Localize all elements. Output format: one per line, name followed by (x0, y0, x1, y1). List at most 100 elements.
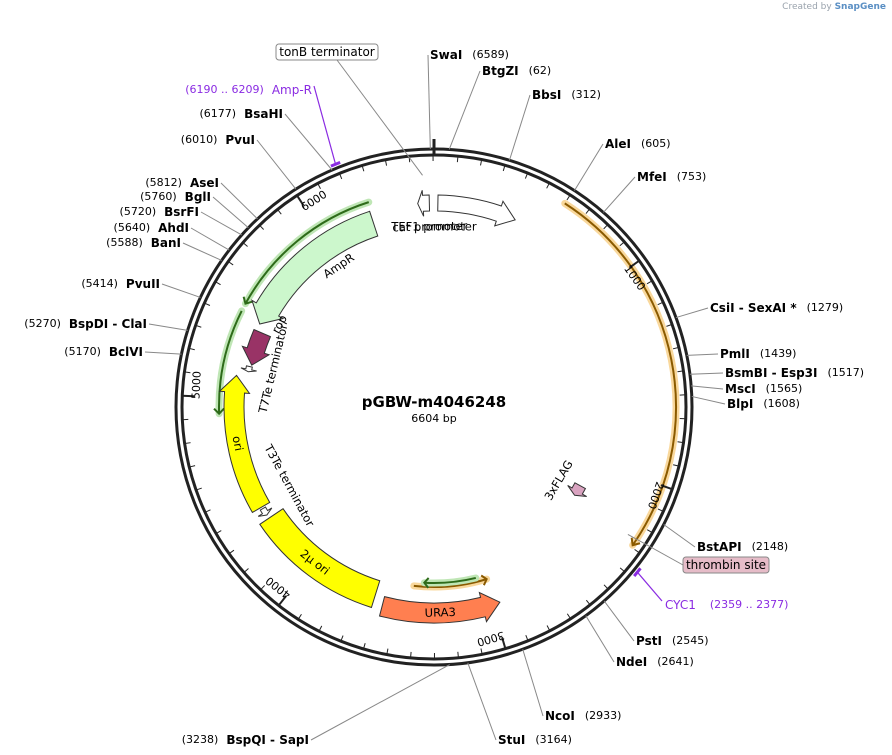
boxed-label-frame (275, 43, 379, 61)
minor-tick (566, 613, 571, 620)
feature-3xflag[interactable] (567, 482, 587, 498)
feature-ura3[interactable] (378, 591, 501, 624)
minor-tick (215, 281, 221, 286)
site-ahdi[interactable]: (5640) AhdI (114, 221, 230, 251)
minor-tick (204, 509, 211, 513)
feature-cat-promoter[interactable] (417, 190, 431, 217)
snapgene-logo-text: SnapGene (834, 2, 886, 12)
minor-tick (480, 159, 483, 166)
minor-tick (673, 464, 680, 467)
minor-tick (277, 209, 282, 215)
site-bsahi[interactable]: (6177)BsaHI (200, 107, 333, 171)
site-pvuii[interactable]: (5414)PvuII (81, 277, 201, 298)
site-pos: (1608) (763, 397, 800, 410)
site-label: CsiI - SexAI *(1279) (710, 301, 843, 315)
site-pvui[interactable]: (6010)PvuI (181, 133, 297, 190)
site-name: BstAPI (697, 540, 742, 554)
minor-tick (259, 224, 265, 230)
site-pos: (3164) (535, 733, 572, 746)
site-bsrfi[interactable]: (5720)BsrFI (120, 205, 242, 236)
site-btgzi[interactable]: BtgZI(62) (448, 64, 551, 150)
feature-t3te-terminator[interactable] (257, 506, 273, 517)
site-bspqi-sapi[interactable]: (3238)BspQI - SapI (182, 664, 450, 747)
site-bspdi-clai[interactable]: (5270)BspDI - ClaI (24, 317, 188, 331)
major-tick (277, 595, 287, 607)
site-psti[interactable]: PstI(2545) (603, 600, 709, 648)
orf-arrowhead (630, 537, 641, 547)
orf-line (413, 578, 487, 588)
site-mfei[interactable]: MfeI(753) (603, 170, 706, 213)
site-name: PvuII (126, 277, 160, 291)
site-asei[interactable]: (5812)AseI (145, 176, 258, 220)
site-bsmbi-esp3i[interactable]: BsmBI - Esp3I(1517) (689, 366, 864, 380)
boxed-label-thrombin-site[interactable]: thrombin site (627, 533, 770, 574)
site-label: BstAPI(2148) (697, 540, 788, 554)
site-pos: (1565) (766, 382, 803, 395)
site-pos: (2933) (585, 709, 622, 722)
primer-mark (330, 160, 341, 168)
site-leader (574, 143, 604, 191)
site-ncoi[interactable]: NcoI(2933) (522, 649, 622, 723)
site-blpi[interactable]: BlpI(1608) (691, 395, 800, 411)
minor-tick (242, 242, 248, 247)
boxed-label-leader (627, 533, 684, 566)
site-label: (5720)BsrFI (120, 205, 199, 219)
site-pos: (6177) (200, 107, 237, 120)
minor-tick (666, 323, 673, 327)
site-csii-sexai[interactable]: CsiI - SexAI *(1279) (675, 301, 843, 319)
site-pos: (5170) (64, 345, 101, 358)
site-name: AleI (605, 137, 631, 151)
site-name: BanI (151, 236, 181, 250)
primer-amp-r[interactable]: (6190 .. 6209)Amp-R (185, 83, 341, 168)
primer-cyc1[interactable]: CYC1(2359 .. 2377) (633, 567, 788, 612)
snapgene-credit: Created by SnapGene (782, 2, 886, 12)
site-stui[interactable]: StuI(3164) (467, 662, 572, 747)
feature-2-ori[interactable] (259, 507, 381, 609)
site-pos: (1279) (807, 301, 844, 314)
site-label: (5760)BglI (140, 190, 211, 204)
site-bbsi[interactable]: BbsI(312) (508, 88, 601, 161)
site-bgli[interactable]: (5760)BglI (140, 190, 249, 229)
site-pos: (5588) (106, 236, 143, 249)
site-bclvi[interactable]: (5170)BclVI (64, 345, 182, 359)
minor-tick (677, 441, 684, 444)
site-alei[interactable]: AleI(605) (574, 137, 671, 191)
site-leader (508, 94, 531, 161)
feature-t7te-terminator[interactable] (240, 365, 257, 373)
feature-ori[interactable] (218, 374, 271, 514)
minor-tick (525, 635, 529, 641)
minor-tick (215, 530, 222, 534)
major-tick (660, 484, 673, 491)
feature-rop[interactable] (241, 328, 272, 366)
site-leader (585, 615, 615, 663)
site-pos: (5270) (24, 317, 61, 330)
minor-tick (195, 487, 202, 491)
feature-label-3xflag: 3xFLAG (541, 458, 575, 503)
site-pos: (1439) (760, 347, 797, 360)
site-bani[interactable]: (5588) BanI (106, 236, 222, 261)
minor-tick (546, 182, 550, 189)
boxed-label-tonb-terminator[interactable]: tonB terminator (275, 43, 423, 176)
site-pmli[interactable]: PmlI(1439) (686, 347, 797, 361)
site-msci[interactable]: MscI(1565) (691, 382, 802, 396)
site-swai[interactable]: SwaI(6589) (427, 48, 509, 150)
site-name: AhdI (158, 221, 189, 235)
site-pos: (2641) (657, 655, 694, 668)
site-bstapi[interactable]: BstAPI(2148) (663, 524, 788, 554)
site-pos: (6589) (472, 48, 509, 61)
feature-tef1-promoter[interactable] (437, 194, 516, 227)
feature-ampr[interactable] (251, 210, 379, 325)
site-leader (691, 385, 724, 390)
site-name: PstI (636, 634, 662, 648)
site-label: (3238)BspQI - SapI (182, 733, 309, 747)
minor-tick (184, 442, 191, 445)
orf-arrowhead (422, 577, 430, 589)
site-pos: (5640) (114, 221, 151, 234)
site-label: (5588) BanI (106, 236, 181, 250)
minor-tick (646, 529, 653, 534)
minor-tick (677, 370, 684, 373)
site-leader (686, 353, 719, 356)
site-ndei[interactable]: NdeI(2641) (585, 615, 694, 669)
orf-line (218, 310, 243, 414)
site-pos: (1517) (827, 366, 864, 379)
